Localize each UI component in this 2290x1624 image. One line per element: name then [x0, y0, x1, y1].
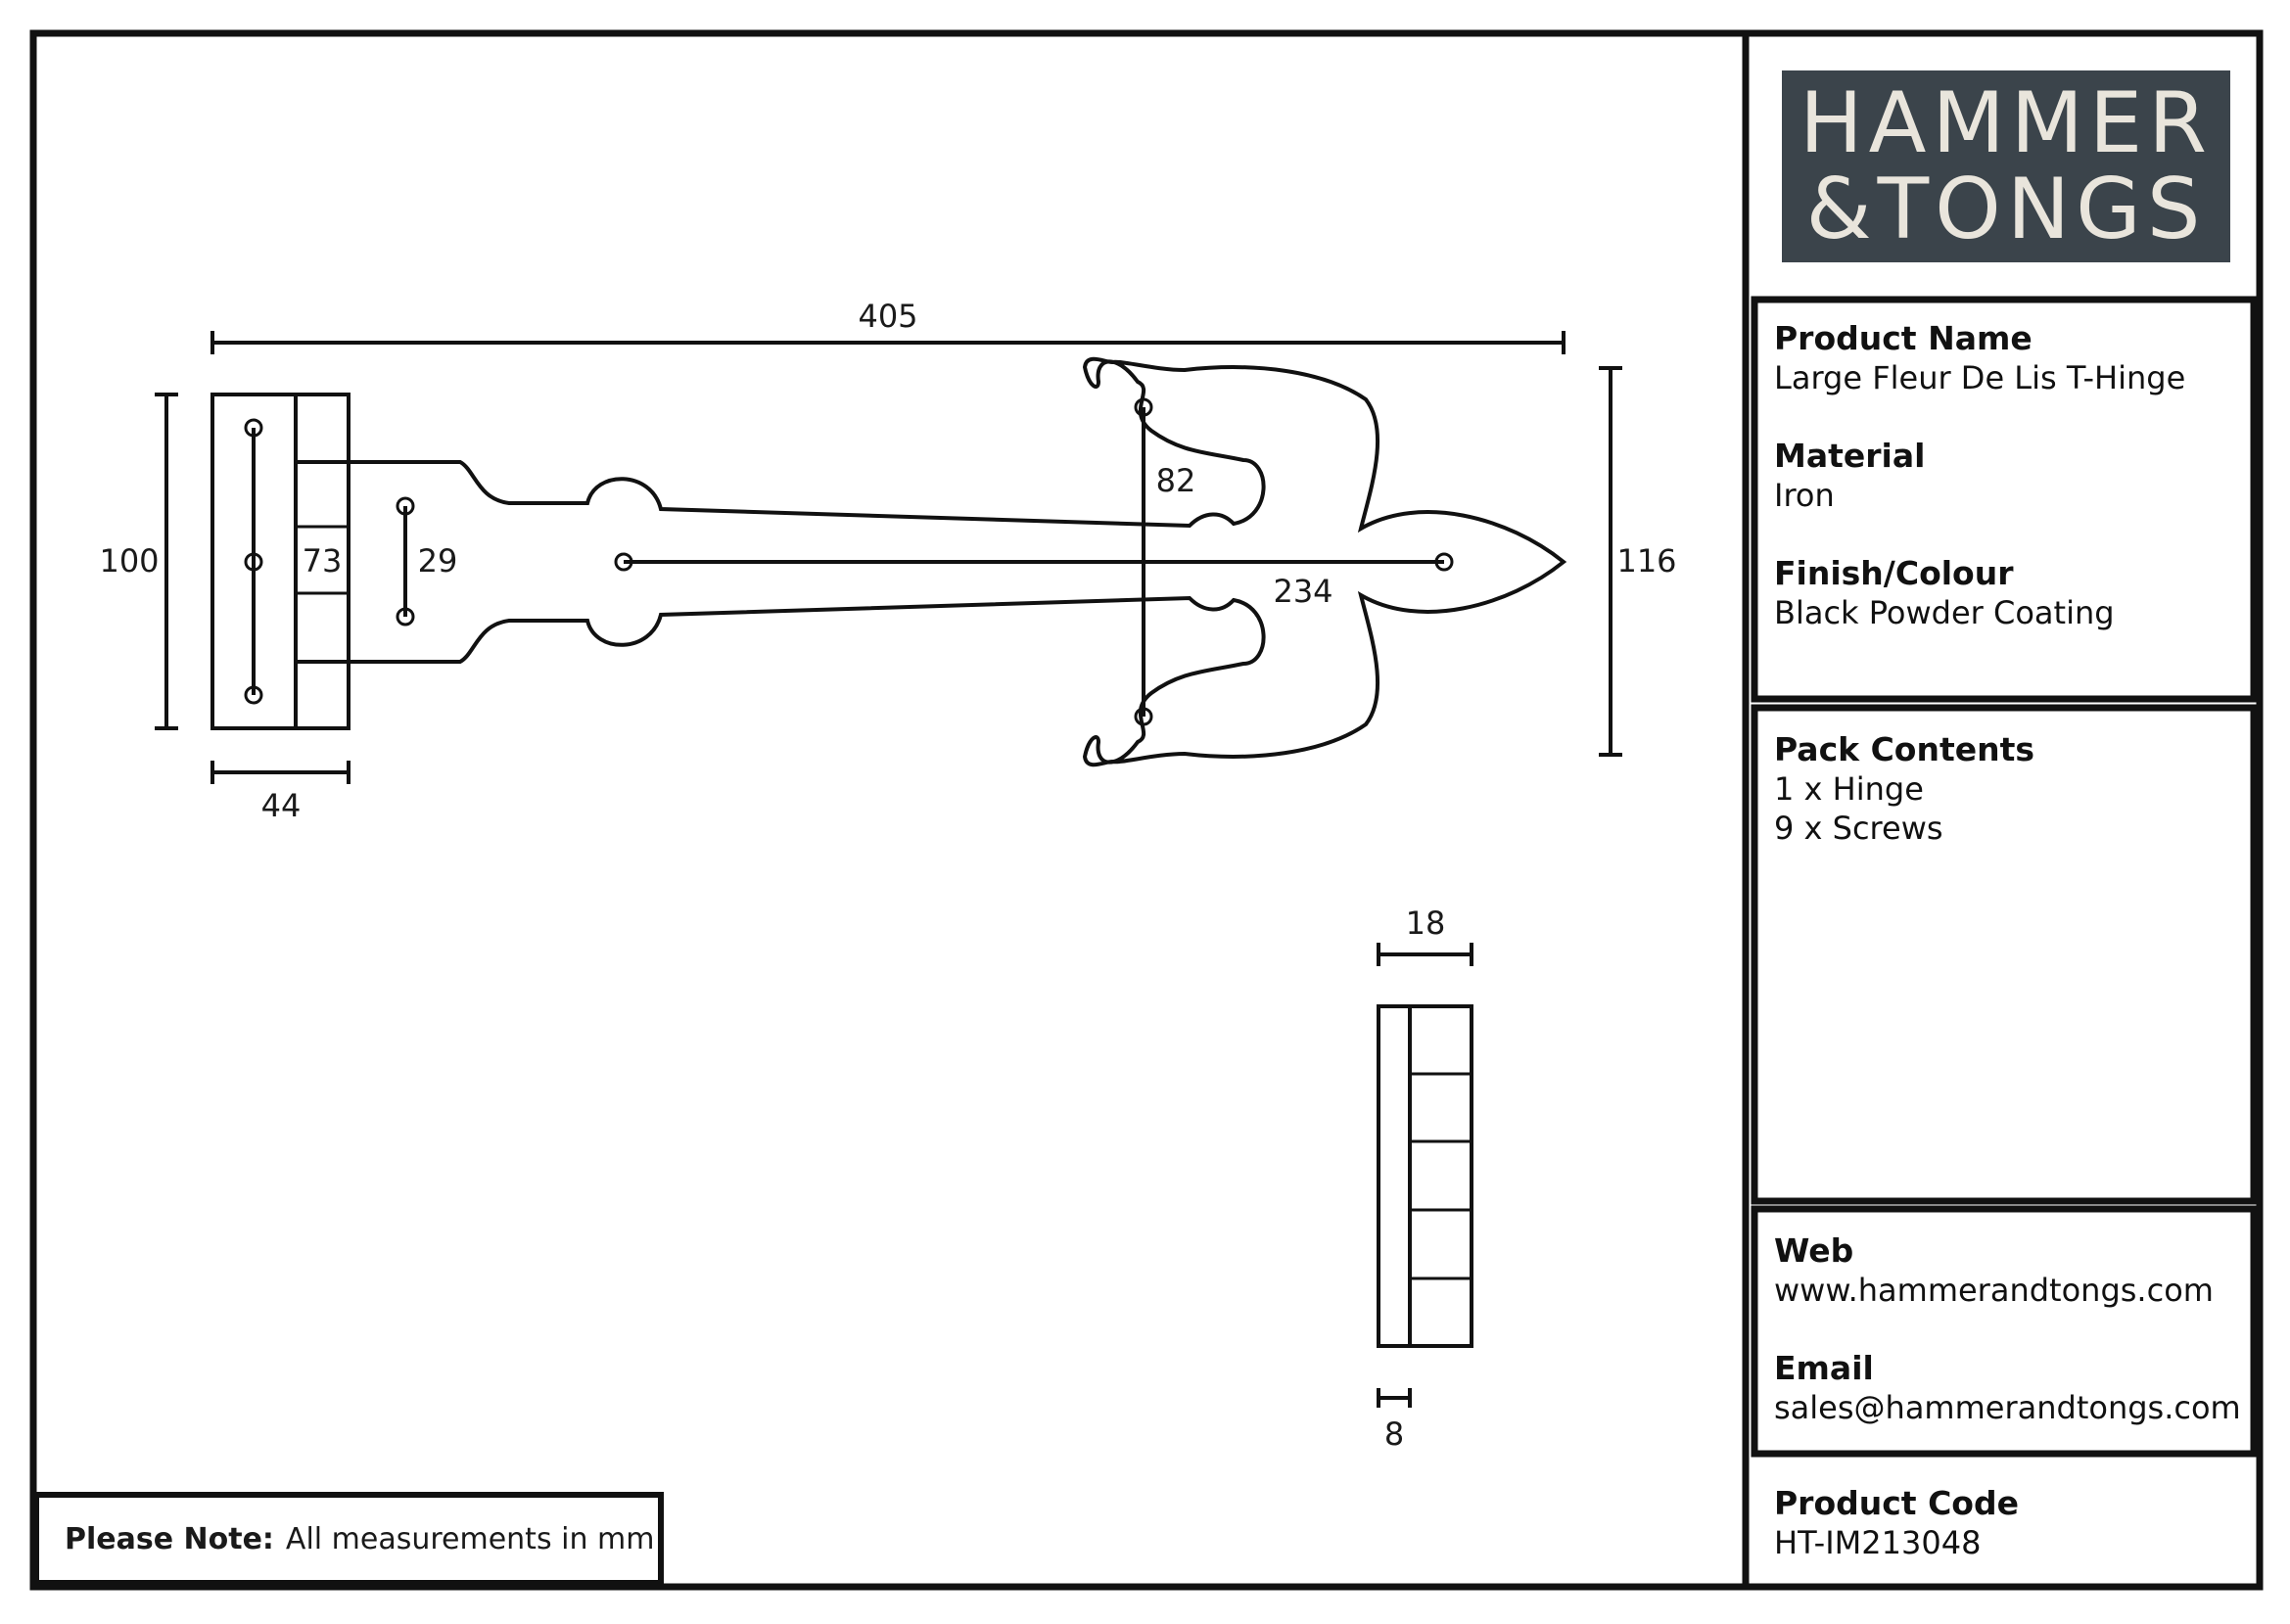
hinge-side-view: 18 8 — [1377, 905, 1473, 1453]
measurement-note: Please Note: All measurements in mm — [33, 1492, 664, 1586]
web-label: Web — [1774, 1231, 1854, 1270]
finish-value: Black Powder Coating — [1774, 594, 2115, 631]
pack-item: 1 x Hinge — [1774, 770, 1924, 808]
product-info-panel: Product Name Large Fleur De Lis T-Hinge … — [1774, 319, 2234, 672]
screw-hole — [1134, 397, 1153, 417]
product-name-label: Product Name — [1774, 319, 2033, 357]
side-profile — [1377, 1004, 1473, 1348]
dim-label-plate-holes: 73 — [303, 542, 343, 580]
product-box-frame — [1751, 296, 2258, 703]
dim-label-side-width: 18 — [1406, 905, 1446, 942]
contact-box-frame — [1751, 1205, 2258, 1458]
dim-label-side-knuckle: 8 — [1384, 1415, 1404, 1453]
dim-label-fleur-holes: 82 — [1156, 462, 1196, 499]
outer-frame — [29, 29, 2264, 1591]
pack-contents-panel: Pack Contents 1 x Hinge 9 x Screws — [1774, 730, 2234, 848]
screw-hole — [244, 418, 263, 438]
screw-hole — [244, 552, 263, 572]
dim-label-strap-holes: 29 — [418, 542, 458, 580]
product-code-value: HT-IM213048 — [1774, 1524, 1982, 1561]
dim-label-height-right: 116 — [1616, 542, 1676, 580]
dim-label-height-left: 100 — [99, 542, 159, 580]
screw-hole — [396, 496, 415, 516]
logo-line-2: &TONGS — [1805, 161, 2207, 258]
web-value: www.hammerandtongs.com — [1774, 1272, 2214, 1309]
pack-box-frame — [1751, 704, 2258, 1205]
note-text: All measurements in mm — [285, 1521, 655, 1556]
brand-logo: HAMMER &TONGS — [1782, 70, 2230, 262]
logo-line-1: HAMMER — [1799, 74, 2213, 172]
knuckle-window — [294, 525, 351, 595]
material-value: Iron — [1774, 477, 1835, 514]
product-code-label: Product Code — [1774, 1484, 2019, 1522]
note-label: Please Note: — [65, 1521, 274, 1556]
screw-hole — [1434, 552, 1454, 572]
finish-label: Finish/Colour — [1774, 554, 2014, 592]
dim-label-plate-width: 44 — [261, 787, 302, 824]
product-name-value: Large Fleur De Lis T-Hinge — [1774, 359, 2186, 396]
screw-hole — [244, 685, 263, 705]
screw-hole — [1134, 707, 1153, 726]
email-value: sales@hammerandtongs.com — [1774, 1389, 2241, 1426]
contact-panel: Web www.hammerandtongs.com Email sales@h… — [1774, 1231, 2241, 1427]
material-label: Material — [1774, 437, 1926, 475]
dim-label-overall: 405 — [858, 298, 917, 335]
screw-hole — [614, 552, 633, 572]
product-code-panel: Product Code HT-IM213048 — [1774, 1484, 2234, 1562]
email-label: Email — [1774, 1349, 1874, 1387]
pack-contents-label: Pack Contents — [1774, 730, 2035, 768]
screw-hole — [396, 607, 415, 626]
hinge-strap-outline — [296, 356, 1567, 767]
pack-item: 9 x Screws — [1774, 810, 1943, 847]
hinge-plan-view: 405 100 116 44 73 29 — [99, 298, 1676, 824]
dim-label-long-holes: 234 — [1273, 573, 1332, 610]
